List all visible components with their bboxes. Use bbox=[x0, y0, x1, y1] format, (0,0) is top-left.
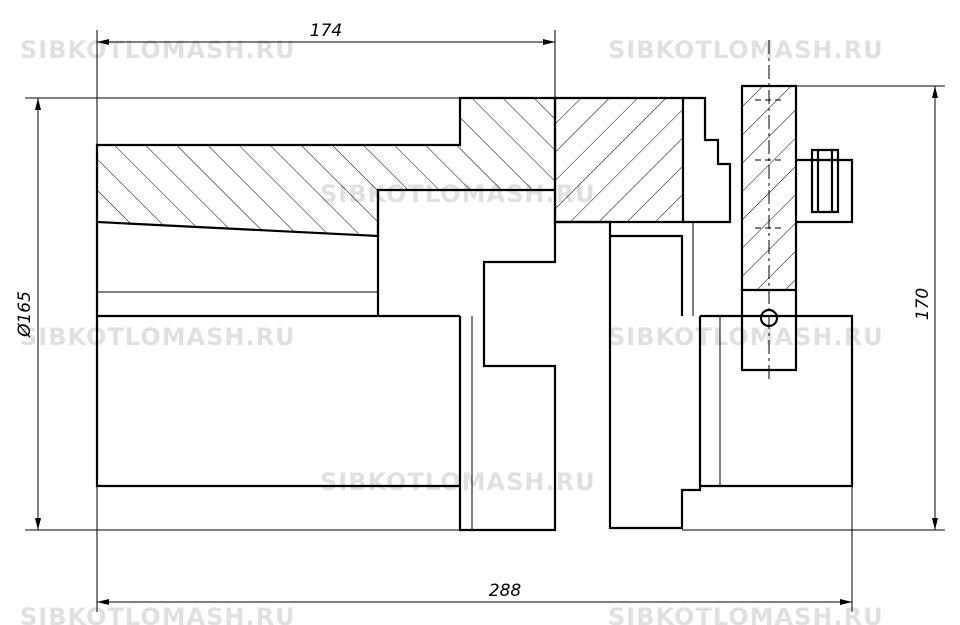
dimension-top-length: 174 bbox=[310, 21, 342, 41]
watermark-text: SIBKOTLOMASH.RU bbox=[320, 468, 596, 496]
sprocket-disk bbox=[740, 40, 854, 380]
middle-sleeve-section bbox=[553, 96, 854, 530]
left-sleeve-section bbox=[95, 96, 557, 532]
dimension-overall-length: 288 bbox=[489, 581, 522, 601]
dimension-height: 170 bbox=[913, 288, 933, 320]
watermark-text: SIBKOTLOMASH.RU bbox=[608, 603, 884, 625]
dimension-lines bbox=[25, 30, 945, 612]
watermark-text: SIBKOTLOMASH.RU bbox=[608, 323, 884, 351]
watermark-text: SIBKOTLOMASH.RU bbox=[608, 36, 884, 64]
watermark-text: SIBKOTLOMASH.RU bbox=[20, 323, 296, 351]
watermark-text: SIBKOTLOMASH.RU bbox=[20, 36, 296, 64]
watermark-text: SIBKOTLOMASH.RU bbox=[20, 603, 296, 625]
dimension-diameter: Ø165 bbox=[15, 291, 35, 338]
watermarks: SIBKOTLOMASH.RU SIBKOTLOMASH.RU SIBKOTLO… bbox=[20, 36, 884, 625]
